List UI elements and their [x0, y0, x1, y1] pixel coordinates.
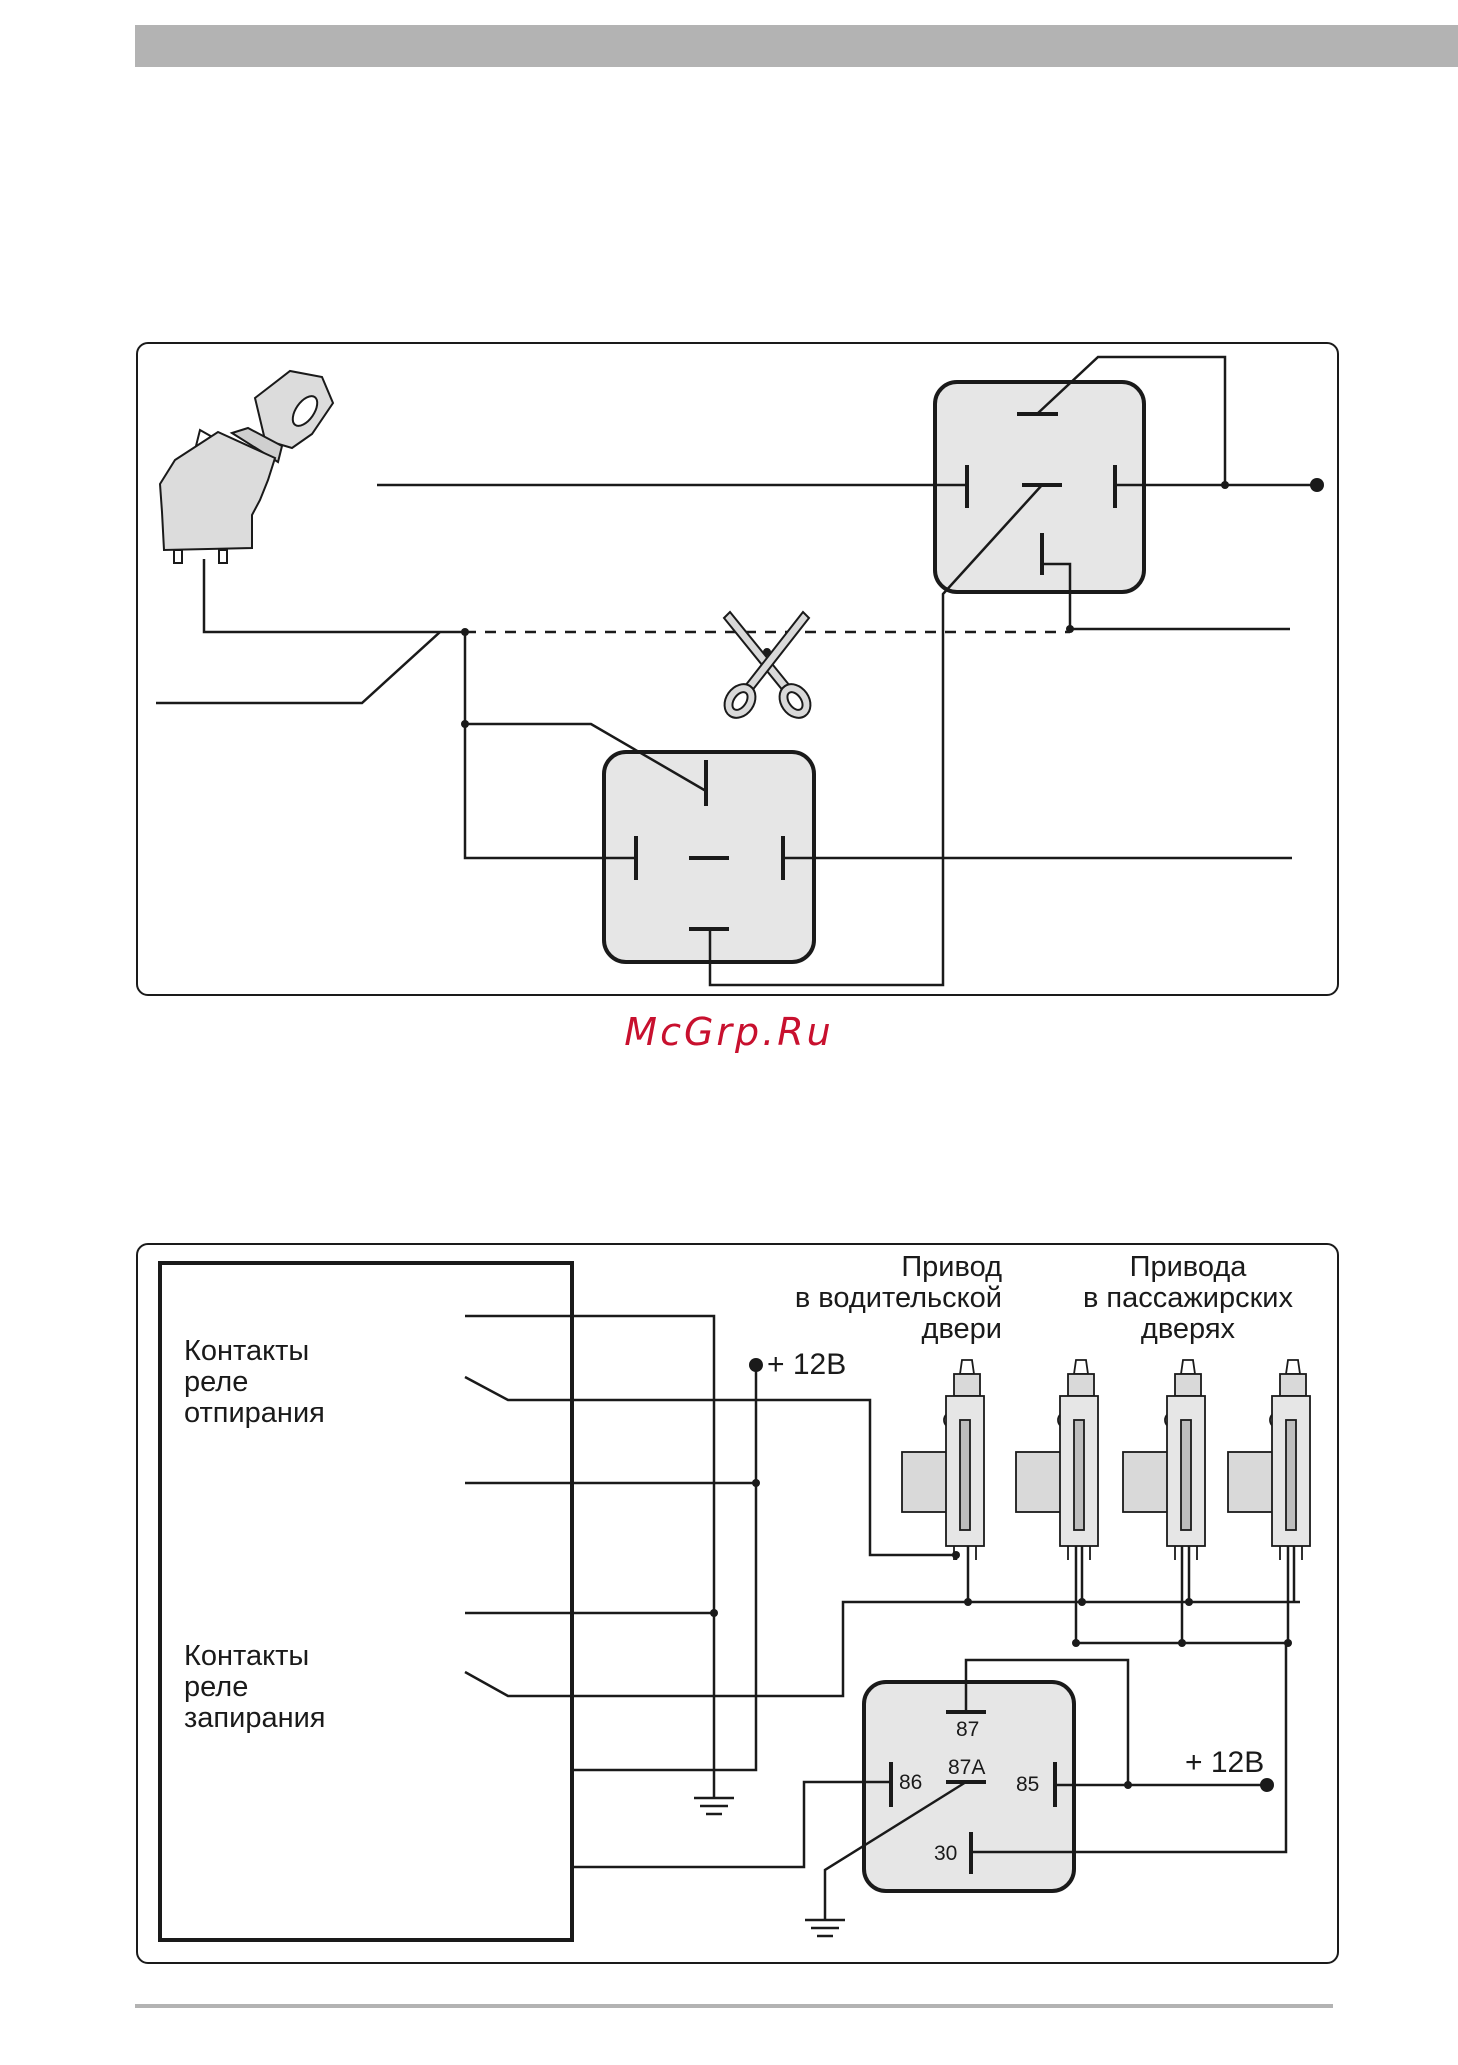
ground-icon — [694, 1792, 845, 1936]
relay-pin-87: 87 — [956, 1718, 979, 1742]
unlock-relay-label: Контакты реле отпирания — [184, 1336, 434, 1429]
driver-actuator-label-line-1: Привод — [720, 1252, 1002, 1283]
passenger-actuators-label: Привода в пассажирских дверях — [1058, 1252, 1318, 1345]
scissors-icon — [718, 612, 817, 724]
unlock-relay-label-line-3: отпирания — [184, 1398, 434, 1429]
lock-relay-label-line-1: Контакты — [184, 1641, 434, 1672]
passenger-actuators-label-line-1: Привода — [1058, 1252, 1318, 1283]
lock-relay-label-line-2: реле — [184, 1672, 434, 1703]
power-top-label: + 12В — [767, 1348, 846, 1382]
relay-pin-86: 86 — [899, 1771, 922, 1795]
watermark: McGrp.Ru — [0, 1010, 1458, 1054]
ignition-switch-icon — [160, 371, 333, 563]
diagram-1-nodes — [461, 478, 1324, 728]
passenger-actuators-label-line-2: в пассажирских — [1058, 1283, 1318, 1314]
relay-3 — [864, 1682, 1074, 1891]
passenger-actuators-label-line-3: дверях — [1058, 1314, 1318, 1345]
driver-actuator-label: Привод в водительской двери — [720, 1252, 1002, 1345]
lock-relay-label-line-3: запирания — [184, 1703, 434, 1734]
relay-pin-87a: 87A — [948, 1756, 985, 1780]
unlock-relay-label-line-2: реле — [184, 1367, 434, 1398]
driver-actuator-label-line-2: в водительской — [720, 1283, 1002, 1314]
relay-pin-85: 85 — [1016, 1773, 1039, 1797]
door-lock-actuator-icon — [902, 1360, 1310, 1560]
footer-line — [135, 2004, 1333, 2008]
driver-actuator-label-line-3: двери — [720, 1314, 1002, 1345]
unlock-relay-label-line-1: Контакты — [184, 1336, 434, 1367]
power-right-label: + 12В — [1185, 1746, 1264, 1780]
relay-pin-30: 30 — [934, 1842, 957, 1866]
lock-relay-label: Контакты реле запирания — [184, 1641, 434, 1734]
